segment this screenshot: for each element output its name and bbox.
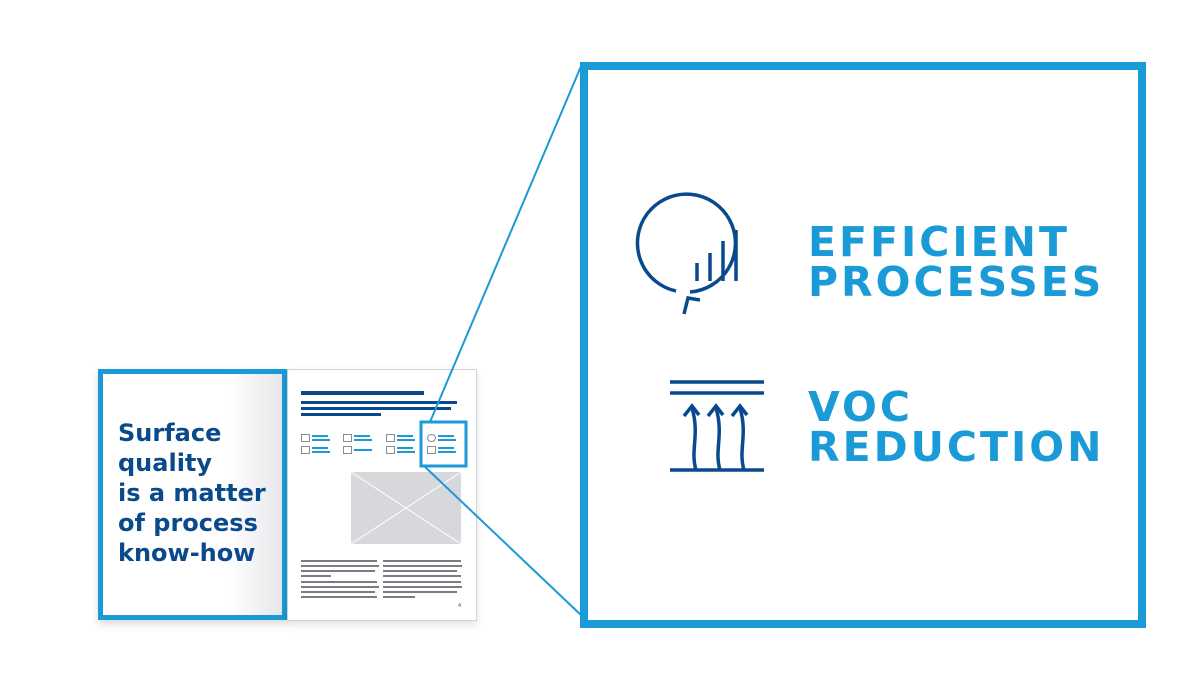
cover-headline: Surface quality is a matter of process k… [118, 418, 278, 568]
feature-label-line: REDUCTION [808, 423, 1105, 471]
callout-line-bottom [422, 464, 583, 617]
feature-label-line: PROCESSES [808, 258, 1105, 306]
highlight-box [419, 420, 468, 468]
page-number: 4 [458, 603, 462, 609]
feature-voc-reduction: VOC REDUCTION [808, 383, 1105, 471]
cover-line: is a matter [118, 479, 266, 507]
callout-line-top [429, 63, 583, 423]
zoom-callout-box [580, 62, 1146, 628]
cover-line: quality [118, 449, 213, 477]
feature-label-line: EFFICIENT [808, 218, 1070, 266]
feature-label-line: VOC [808, 383, 913, 431]
cover-line: of process [118, 509, 258, 537]
cover-line: Surface [118, 419, 222, 447]
efficiency-cycle-chart-icon [635, 192, 738, 315]
brochure-cover-page [98, 369, 287, 620]
voc-rising-vapor-icon [670, 380, 764, 472]
feature-efficient-processes: EFFICIENT PROCESSES [808, 218, 1105, 306]
cover-line: know-how [118, 539, 256, 567]
